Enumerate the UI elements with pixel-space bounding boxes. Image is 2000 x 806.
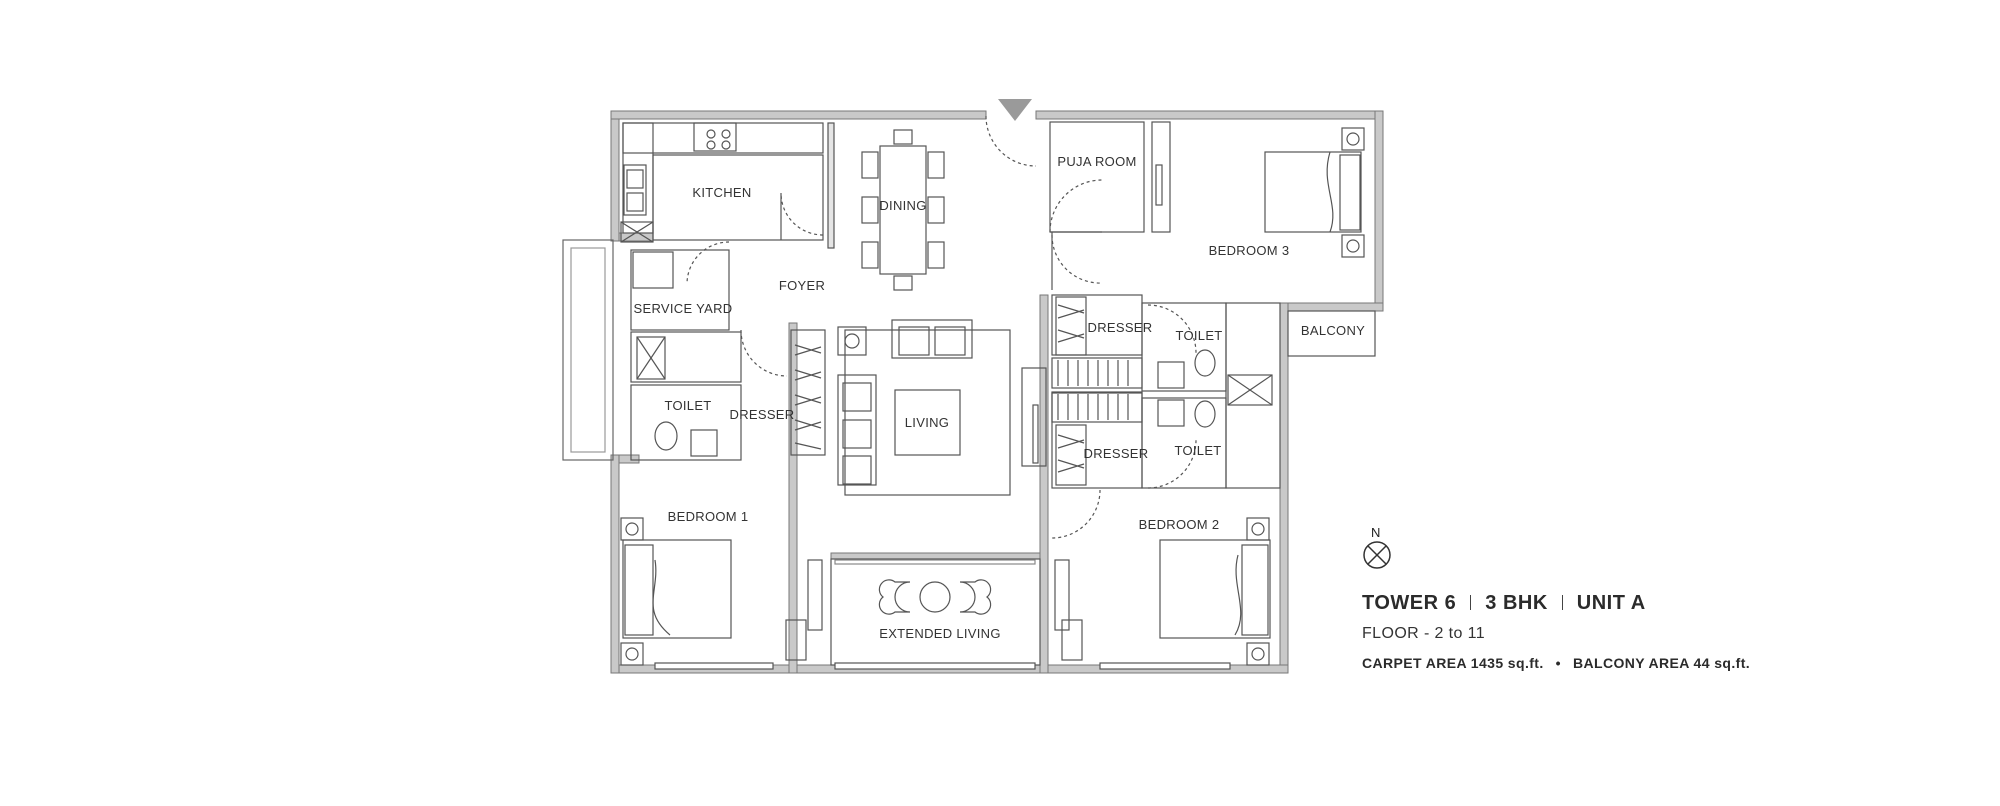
label-toilet-left: TOILET [664,398,711,413]
label-toilet-top-right: TOILET [1175,328,1222,343]
label-toilet-bottom-right: TOILET [1174,443,1221,458]
label-bedroom2: BEDROOM 2 [1139,517,1220,532]
label-bedroom1: BEDROOM 1 [668,509,749,524]
bullet: • [1555,655,1561,671]
service-yard [630,241,742,383]
bedroom1-bed [620,517,823,666]
balcony-room [1287,310,1376,357]
left-dresser-rack [790,329,826,456]
label-extended-living: EXTENDED LIVING [879,626,1001,641]
side-balcony [562,239,614,461]
label-puja-room: PUJA ROOM [1057,154,1136,169]
label-balcony: BALCONY [1301,323,1365,338]
label-living: LIVING [905,415,949,430]
label-foyer: FOYER [779,278,825,293]
compass-north-label: N [1371,525,1380,540]
balcony-area: BALCONY AREA 44 sq.ft. [1572,655,1751,671]
floor-range: FLOOR - 2 to 11 [1362,625,1486,642]
area-details: CARPET AREA 1435 sq.ft. • BALCONY AREA 44 … [1362,655,1750,671]
kitchen-area [620,122,824,243]
entrance-marker [998,99,1032,121]
dining-table [861,129,945,291]
label-kitchen: KITCHEN [692,185,751,200]
unit-name: UNIT A [1576,592,1646,614]
bedroom2-bed [1054,517,1271,666]
separator [1470,595,1472,610]
living-area [837,319,1011,496]
puja-room [1049,121,1171,233]
label-dresser-left: DRESSER [730,407,795,422]
bedroom3-bed [1264,127,1365,258]
unit-title: TOWER 6 3 BHK UNIT A [1362,592,1750,615]
label-service-yard: SERVICE YARD [634,301,733,316]
tower-name: TOWER 6 [1362,592,1457,614]
bhk-config: 3 BHK [1485,592,1548,614]
label-dresser-bottom-right: DRESSER [1084,446,1149,461]
carpet-area: CARPET AREA 1435 sq.ft. [1362,655,1544,671]
left-toilet [630,329,788,461]
separator [1561,595,1563,610]
label-bedroom3: BEDROOM 3 [1209,243,1290,258]
compass-icon [1363,541,1391,569]
unit-info: TOWER 6 3 BHK UNIT A FLOOR - 2 to 11 CARPE… [1362,592,1750,671]
extended-living [830,558,1041,666]
right-wing [1051,294,1281,539]
label-dresser-top-right: DRESSER [1088,320,1153,335]
label-dining: DINING [879,198,926,213]
